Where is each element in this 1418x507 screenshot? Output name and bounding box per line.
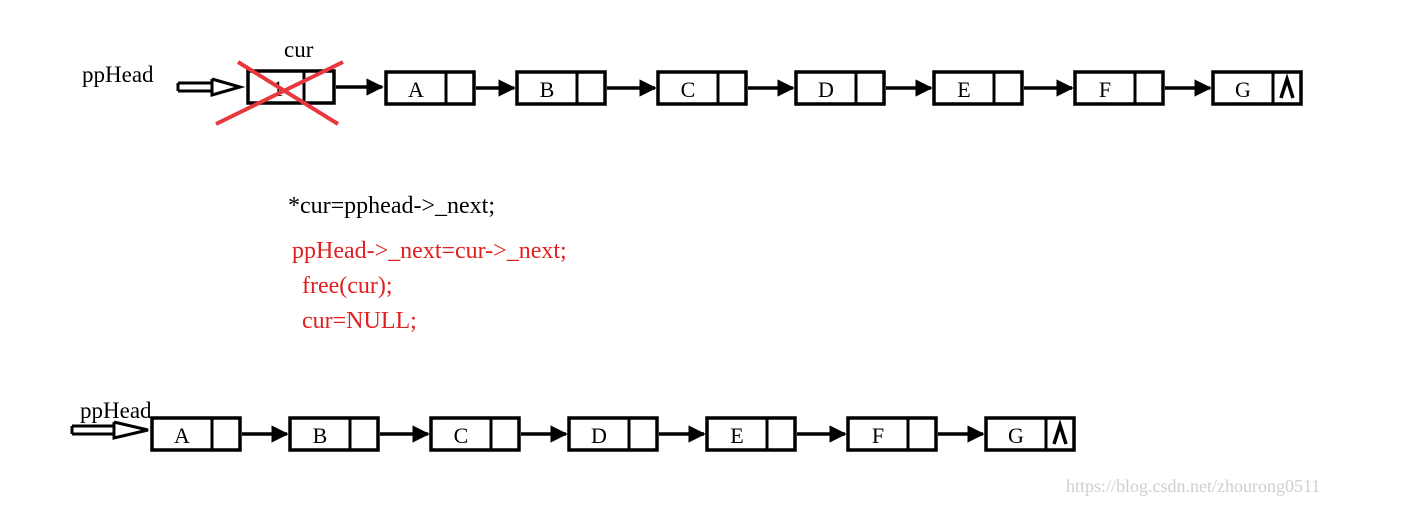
node-value: G [1235,77,1251,102]
node-value: F [872,423,884,448]
top-list-node-a: A [384,70,516,106]
node-value: D [591,423,607,448]
top-list-node-d: D [794,70,933,106]
node-value: A [174,423,190,448]
bottom-list-node-f: F [846,416,985,452]
bottom-list-node-b: B [288,416,430,452]
top-list-node-b: B [515,70,657,106]
bottom-list-node-a: A [150,416,289,452]
top-head-label: ppHead [82,62,154,87]
node-value: F [1099,77,1111,102]
node-value: C [454,423,469,448]
node-value: G [1008,423,1024,448]
code-line-4: cur=NULL; [296,308,417,334]
code-line-1: *cur=pphead->_next; [288,193,495,219]
bottom-list-node-e: E [705,416,847,452]
node-value: E [730,423,743,448]
null-marker-icon [1279,73,1295,99]
bottom-list-node-c: C [429,416,568,452]
node-value: D [818,77,834,102]
node-value: C [681,77,696,102]
cur-label: cur [284,37,314,62]
code-line-3: free(cur); [296,273,393,299]
bottom-head-label: ppHead [80,398,152,423]
watermark: https://blog.csdn.net/zhourong0511 [1066,476,1321,496]
bottom-head-pointer-arrow [70,420,149,440]
node-value: A [408,77,424,102]
bottom-list-node-g: G [984,416,1076,452]
top-list-node-g: G [1211,70,1303,106]
node-value: B [313,423,328,448]
top-list-node-e: E [932,70,1074,106]
top-list-node-c: C [656,70,795,106]
node-value: E [957,77,970,102]
top-node-list: A B C D E F G [384,70,1303,106]
top-head-pointer-arrow [176,77,246,97]
red-cross-mark [215,60,344,126]
bottom-list-node-d: D [567,416,706,452]
null-marker-icon [1052,419,1068,445]
top-list-node-f: F [1073,70,1212,106]
bottom-node-list: A B C D E F G [150,416,1076,452]
code-line-2: ppHead->_next=cur->_next; [292,238,567,264]
node-value: B [540,77,555,102]
